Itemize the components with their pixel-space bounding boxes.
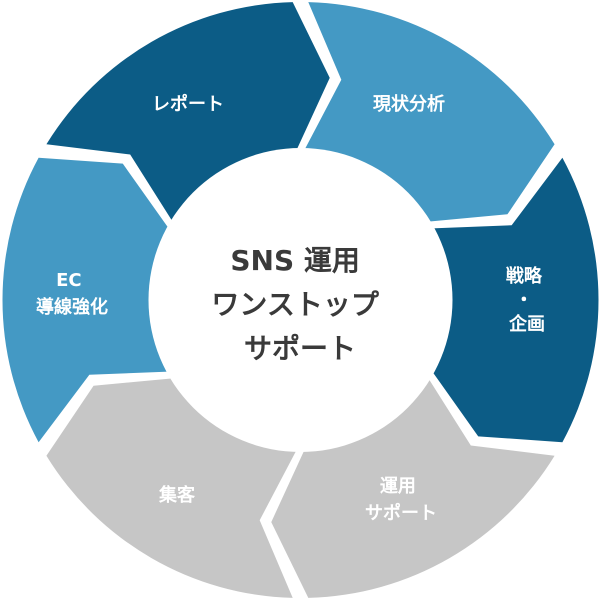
center-title-line-1: SNS 運用 [230, 244, 360, 277]
segment-label-customer-acquisition: 集客 [158, 484, 196, 506]
segment-shape-current-analysis [304, 2, 555, 222]
segment-label-ec-funnel-line-1: EC [56, 270, 82, 291]
segment-label-operation-support: 運用 サポート [365, 476, 437, 524]
segment-label-strategy-planning: 戦略 ・ 企画 [506, 265, 548, 335]
segment-shape-ec-funnel [2, 157, 169, 443]
segment-shape-customer-acquisition [46, 378, 297, 598]
segment-shape-strategy-planning [432, 157, 599, 443]
segment-label-operation-support-line-1: 運用 [380, 476, 416, 497]
segment-label-report-line-1: レポート [152, 93, 224, 115]
center-circle [148, 148, 453, 452]
segment-label-strategy-planning-line-2: ・ [515, 290, 533, 311]
segment-label-customer-acquisition-line-1: 集客 [158, 484, 196, 506]
segment-label-ec-funnel: EC 導線強化 [36, 270, 108, 318]
center-title: SNS 運用 ワンストップ サポート [211, 244, 388, 365]
segment-label-operation-support-line-2: サポート [365, 502, 437, 524]
center-title-line-2: ワンストップ [211, 288, 379, 321]
segment-label-current-analysis-line-1: 現状分析 [373, 93, 445, 115]
center-title-line-3: サポート [244, 332, 356, 365]
segment-label-current-analysis: 現状分析 [373, 93, 445, 115]
segment-shape-operation-support [271, 378, 555, 598]
segment-label-strategy-planning-line-3: 企画 [508, 313, 545, 335]
segment-label-strategy-planning-line-1: 戦略 [506, 265, 543, 287]
segment-label-ec-funnel-line-2: 導線強化 [36, 296, 108, 318]
segment-shape-report [46, 2, 330, 222]
segment-label-report: レポート [152, 93, 224, 115]
